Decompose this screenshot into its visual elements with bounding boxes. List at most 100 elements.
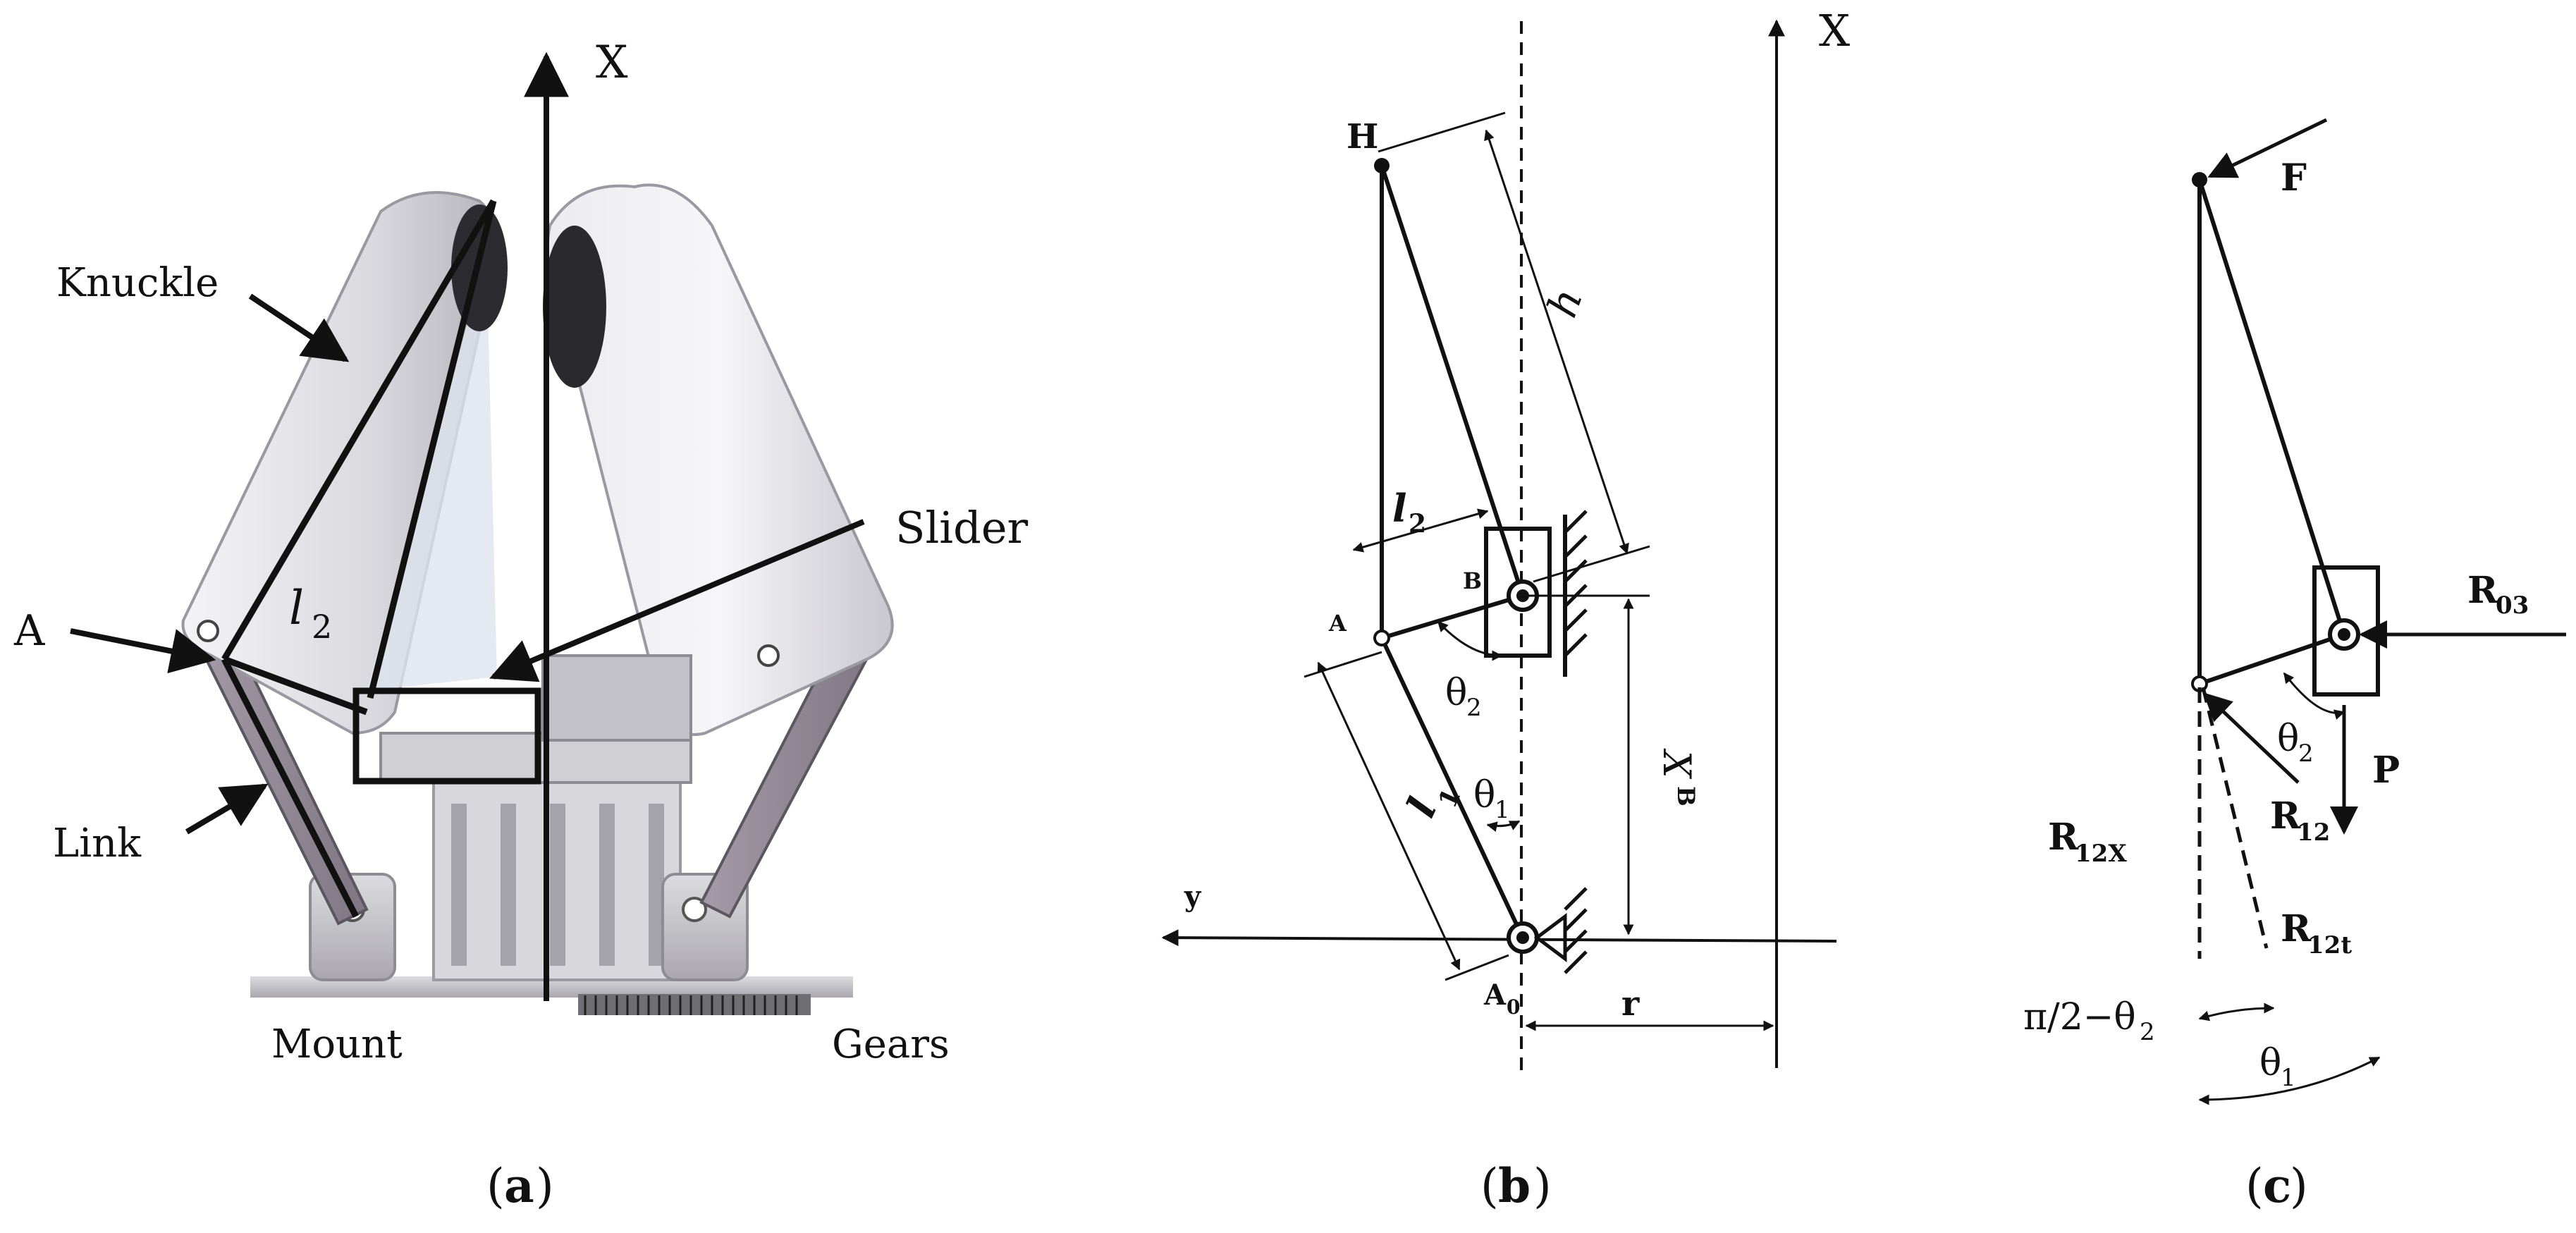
gear-teeth [584,995,798,1015]
b-h-ext-bottom [1533,545,1650,583]
c-r03-sub: 03 [2496,591,2529,620]
c-pi-angle-sub: 2 [2140,1018,2155,1046]
c-r12x-sub: 12X [2075,840,2127,868]
b-l2-dim [1352,508,1489,553]
b-l1-dim [1317,661,1461,971]
link-l2-line [221,199,496,661]
c-r03-label: R [2467,569,2498,612]
caption-b: ( b ) [1480,1158,1552,1213]
b-theta2-sub: 2 [1466,694,1482,722]
link-arrow [185,783,269,835]
b-l1-ext-top [1304,651,1382,678]
axis-x-label: X [596,37,628,89]
lower-link-line [221,657,360,919]
b-y-axis [1161,929,1837,947]
link-to-slider-line [223,656,368,716]
b-pivot-a0-center [1516,931,1529,944]
b-ground-hatch [1564,887,1588,974]
c-r12x-label: R [2048,816,2079,859]
b-ground-support [1533,913,1567,962]
gears-label: Gears [832,1022,950,1067]
c-pivot-b-center [2338,628,2350,641]
c-diagonal-link [2197,179,2346,635]
c-theta2-sub: 2 [2298,740,2314,768]
c-p-label: P [2372,749,2400,792]
caption-a: ( a ) [486,1158,554,1213]
slider-label: Slider [895,502,1029,553]
left-pivot-pin [197,620,219,642]
right-finger-lower [541,654,692,742]
caption-b-open: ( [1480,1159,1499,1213]
point-a-label: A [13,606,45,656]
slider-arrow [489,519,865,682]
mount-label: Mount [271,1022,403,1067]
panel-a: X Knuckle Slider A l 2 Link Mount Gears … [13,37,1029,1213]
c-r12-arrow [2203,692,2300,784]
c-theta2-label: θ [2277,718,2299,760]
b-axis-x-label: X [1819,5,1850,56]
b-guide-hatch [1564,510,1588,657]
a-arrow [70,628,216,674]
b-line-a-b [1381,594,1523,640]
link-label: Link [53,821,142,866]
caption-c-open: ( [2245,1159,2264,1213]
b-l2-sub: 2 [1409,509,1426,539]
panel-b: X y [1161,5,1850,1213]
c-theta2-arc [2283,672,2345,720]
caption-a-close: ) [536,1159,554,1213]
c-theta1-arc [2198,1056,2381,1105]
c-pi-angle-label: π/2−θ [2023,996,2136,1038]
b-a-point-label: A [1328,610,1347,637]
knuckle-edge-line [367,200,497,699]
b-a0-sub: 0 [1507,995,1520,1019]
c-f-label: F [2281,157,2307,200]
b-theta1-label: θ [1473,774,1495,816]
c-theta1-label: θ [2259,1042,2281,1084]
right-pivot-pin [757,644,780,667]
b-y-label: y [1184,880,1202,913]
knuckle-label: Knuckle [56,260,219,306]
panel-c: F R 03 P R 12 R 12X R 12t θ 2 π/2−θ 2 θ … [2023,118,2566,1213]
b-theta1-arc [1486,820,1521,832]
c-r12-sub: 12 [2297,818,2330,847]
caption-c-close: ) [2290,1159,2308,1213]
caption-c: ( c ) [2245,1158,2308,1213]
c-r12t-sub: 12t [2307,931,2352,959]
knuckle-arrow [248,293,350,362]
caption-b-letter: b [1498,1158,1531,1213]
column-slots [451,804,664,966]
b-h-ext-top [1378,111,1506,153]
b-b-point-label: B [1463,568,1482,594]
l2-subscript: 2 [312,608,332,646]
b-r-label: r [1621,984,1640,1024]
l2-label: l [289,581,304,635]
c-theta1-sub: 1 [2281,1064,2296,1092]
c-lower-link [2199,632,2345,686]
c-pi-angle-arc [2198,1002,2275,1022]
b-xb-sub: B [1672,786,1700,806]
b-l2-label: l [1392,486,1407,531]
c-r12-label: R [2270,795,2301,838]
b-a0-label: A [1483,979,1507,1012]
slider-box [352,687,541,785]
right-fingertip-pad [543,226,606,388]
c-r12t-label: R [2281,907,2312,950]
b-h-point-label: H [1347,117,1378,157]
b-point-h [1374,158,1390,173]
b-theta2-label: θ [1445,672,1467,714]
b-theta2-arc [1437,620,1503,661]
caption-a-letter: a [504,1158,534,1213]
b-xb-label: X [1655,748,1699,780]
c-force-f-arrow [2207,118,2328,178]
caption-b-close: ) [1533,1159,1552,1213]
right-mount-pin [682,897,707,922]
caption-a-open: ( [486,1159,505,1213]
b-h-label: h [1538,282,1593,323]
b-l1-ext-bottom [1445,954,1509,981]
b-theta1-sub: 1 [1495,796,1510,824]
c-r12t-dashed [2201,687,2269,949]
caption-c-letter: c [2263,1158,2291,1213]
b-h-dim [1484,129,1629,555]
b-point-a [1373,630,1390,646]
